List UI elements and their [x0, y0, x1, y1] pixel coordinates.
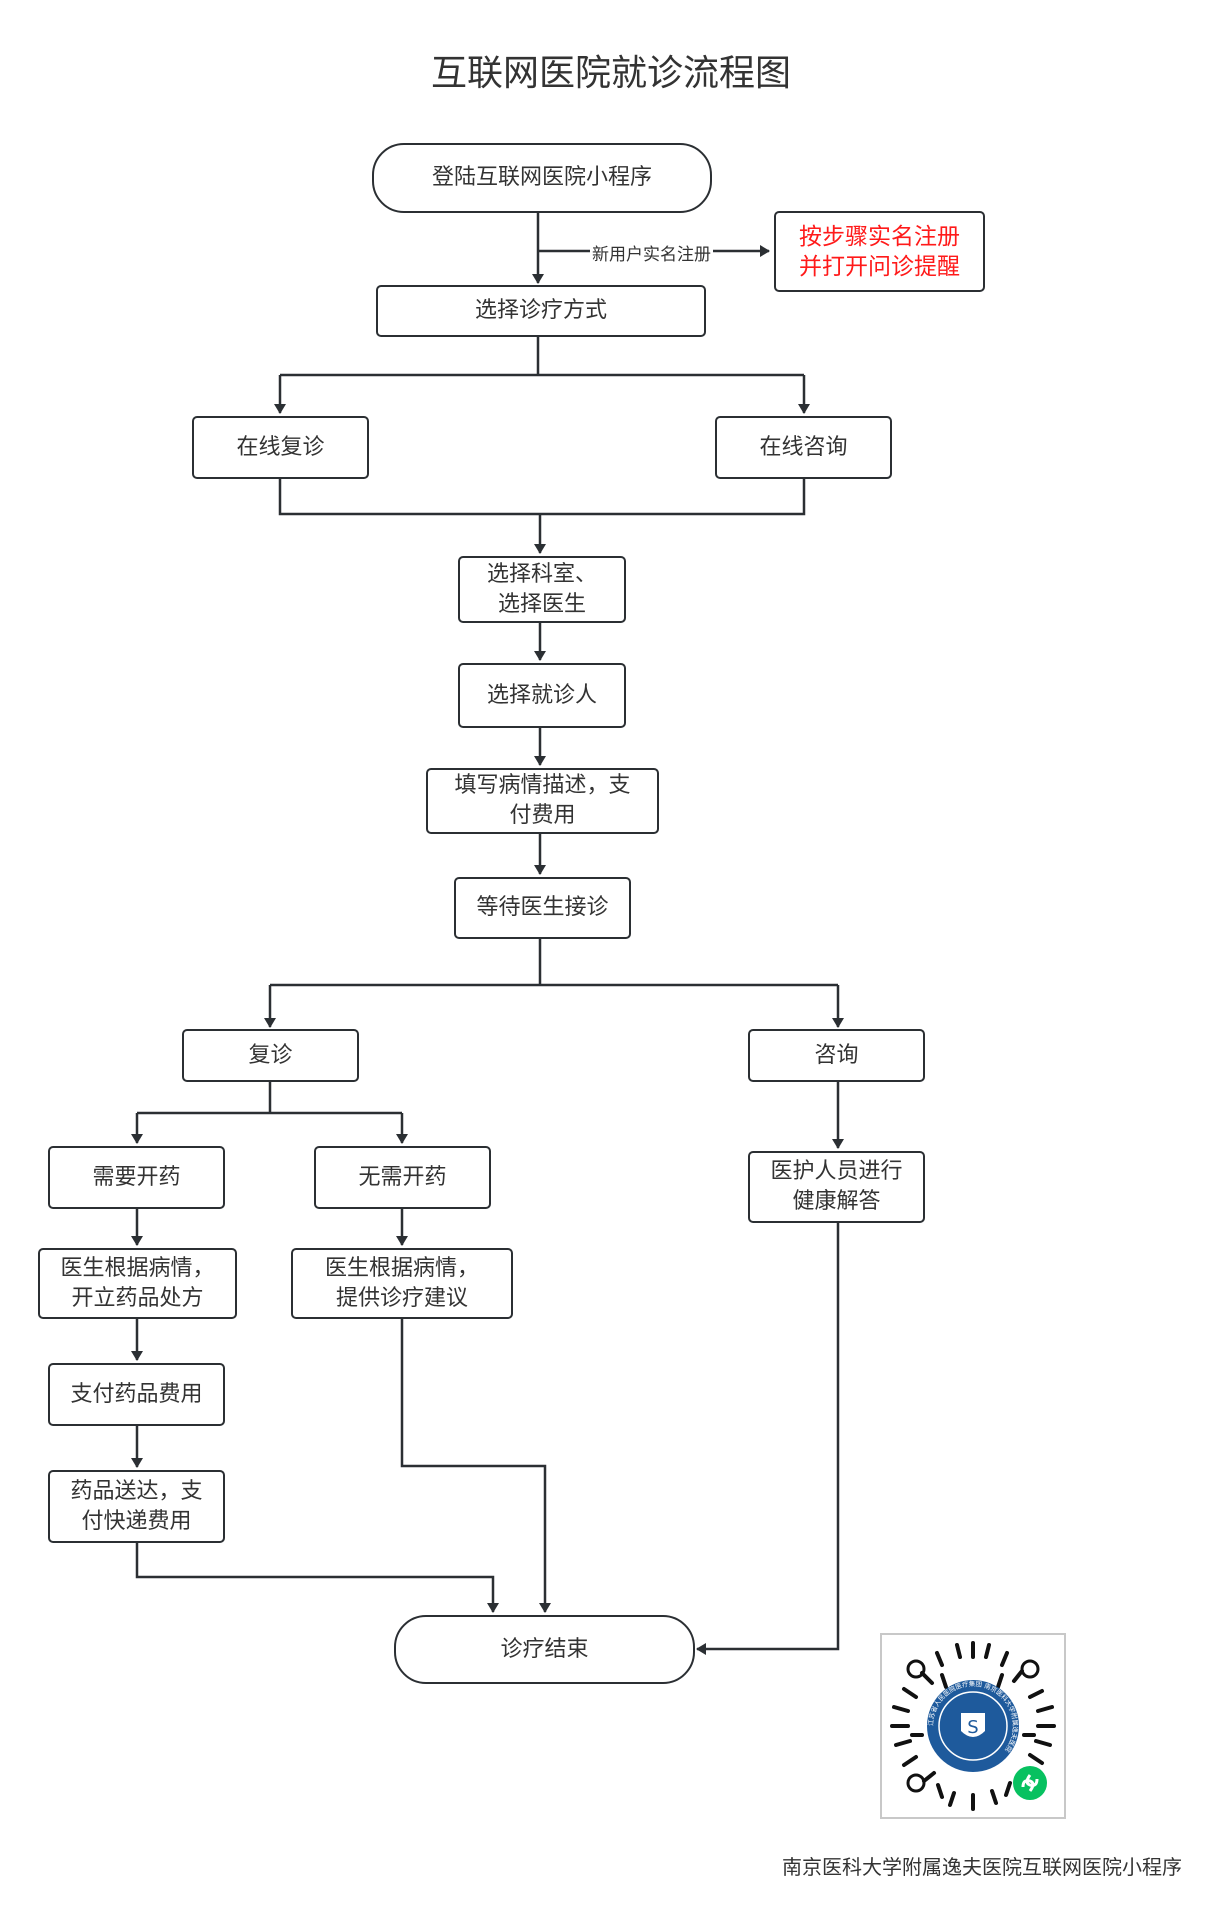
edge-merge: [278, 478, 806, 516]
node-consult[interactable]: 咨询: [748, 1029, 925, 1082]
node-label: 登陆互联网医院小程序: [431, 165, 652, 190]
node-label: 医生根据病情，: [60, 1255, 215, 1281]
edge-label-new-user: 新用户实名注册: [590, 240, 713, 265]
node-label: 选择科室、: [486, 561, 597, 587]
node-label: 提供诊疗建议: [335, 1285, 468, 1311]
node-label: 医护人员进行: [770, 1159, 903, 1184]
node-label: 选择就诊人: [486, 682, 597, 708]
node-label: 医生根据病情，: [324, 1255, 479, 1281]
mini-program-qr-code[interactable]: 江苏省人民医院医疗集团 南京医科大学附属逸夫医院 S: [880, 1633, 1066, 1819]
svg-text:S: S: [967, 1717, 978, 1738]
page-title: 互联网医院就诊流程图: [430, 53, 791, 94]
node-label: 健康解答: [792, 1189, 881, 1214]
node-label: 填写病情描述，支: [454, 773, 631, 798]
node-no-drug[interactable]: 无需开药: [314, 1146, 491, 1209]
node-advice[interactable]: 医生根据病情， 提供诊疗建议: [291, 1248, 513, 1319]
node-fill-pay[interactable]: 填写病情描述，支付费用: [426, 768, 659, 834]
node-label: 等待医生接诊: [476, 895, 609, 920]
node-prescribe[interactable]: 医生根据病情， 开立药品处方: [38, 1248, 237, 1319]
edge-advice-end: [400, 1318, 551, 1613]
footer-caption: 南京医科大学附属逸夫医院互联网医院小程序: [782, 1855, 1182, 1879]
node-label: 支付药品费用: [70, 1381, 203, 1407]
node-revisit[interactable]: 复诊: [182, 1029, 359, 1082]
node-register[interactable]: 按步骤实名注册并打开问诊提醒: [774, 211, 985, 292]
wechat-mini-program-icon: [1013, 1766, 1047, 1800]
node-label: 药品送达，支: [70, 1478, 203, 1504]
edge-revisit-branch: [137, 1081, 402, 1115]
qr-code-icon: 江苏省人民医院医疗集团 南京医科大学附属逸夫医院 S: [890, 1641, 1056, 1811]
node-label: 按步骤实名注册: [799, 223, 960, 250]
node-label: 选择诊疗方式: [474, 298, 607, 323]
edge-choose-branch: [280, 336, 804, 377]
node-label: 诊疗结束: [500, 1636, 589, 1662]
node-login[interactable]: 登陆互联网医院小程序: [372, 143, 712, 213]
node-health-answer[interactable]: 医护人员进行健康解答: [748, 1151, 925, 1223]
node-end[interactable]: 诊疗结束: [394, 1615, 695, 1684]
edge-deliver-end: [135, 1542, 499, 1613]
node-pay-drug[interactable]: 支付药品费用: [48, 1363, 225, 1426]
node-wait[interactable]: 等待医生接诊: [454, 877, 631, 939]
node-deliver[interactable]: 药品送达，支付快递费用: [48, 1470, 225, 1543]
node-choose-mode[interactable]: 选择诊疗方式: [376, 285, 706, 337]
node-label: 在线咨询: [759, 434, 848, 460]
node-label: 咨询: [814, 1042, 859, 1068]
node-label: 需要开药: [92, 1164, 181, 1190]
node-choose-patient[interactable]: 选择就诊人: [458, 663, 626, 728]
node-choose-dept[interactable]: 选择科室、选择医生: [458, 556, 626, 623]
node-label: 无需开药: [358, 1164, 447, 1190]
node-label: 开立药品处方: [71, 1285, 204, 1311]
edge-wait-branch: [270, 938, 838, 987]
node-label: 复诊: [248, 1042, 293, 1068]
node-online-revisit[interactable]: 在线复诊: [192, 416, 369, 479]
edge-health-end: [696, 1222, 840, 1655]
node-label: 在线复诊: [236, 434, 325, 460]
node-label: 并打开问诊提醒: [799, 253, 960, 280]
node-label: 选择医生: [497, 591, 586, 617]
node-need-drug[interactable]: 需要开药: [48, 1146, 225, 1209]
node-online-consult[interactable]: 在线咨询: [715, 416, 892, 479]
node-label: 付快递费用: [81, 1508, 192, 1534]
node-label: 付费用: [509, 803, 576, 828]
